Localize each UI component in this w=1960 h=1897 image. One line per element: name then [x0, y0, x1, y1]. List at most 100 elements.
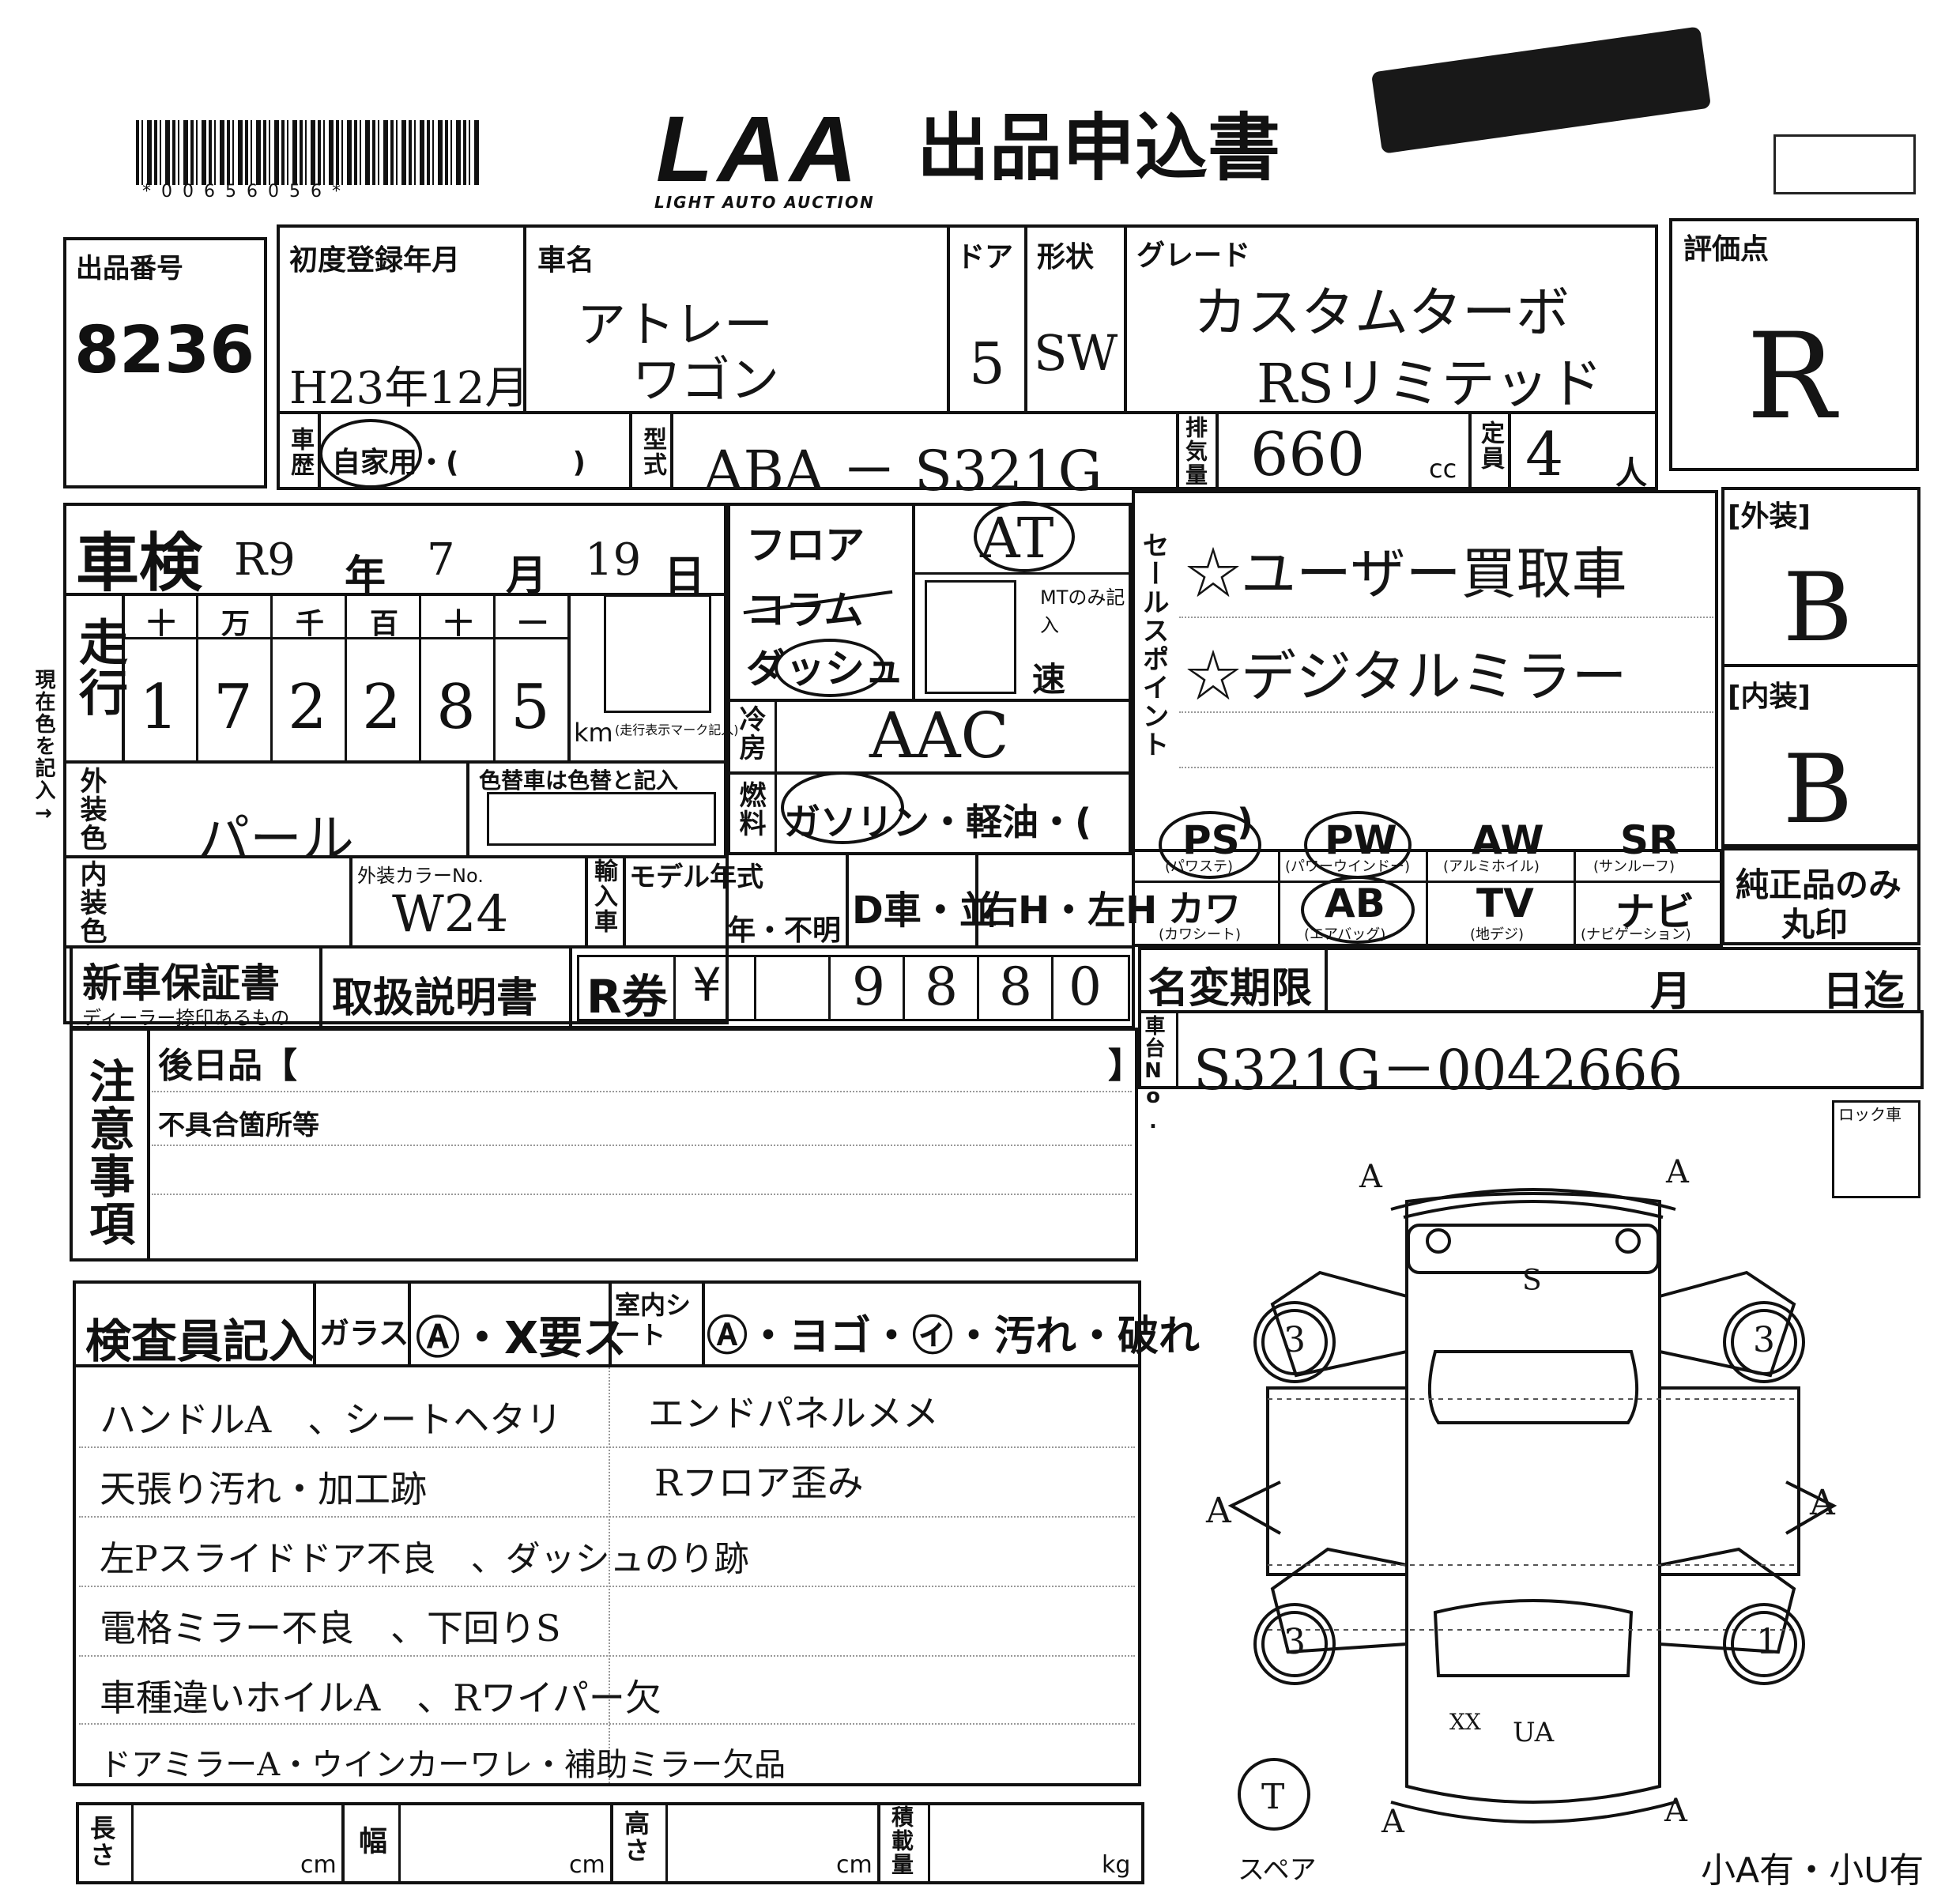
door-label: ドア — [956, 241, 1014, 273]
odo-header-4: 十 — [444, 608, 473, 640]
odo-digit-5: 5 — [511, 672, 550, 743]
chassis-value: S321G－0042666 — [1193, 1038, 1683, 1103]
diagram-mark-a-front-right: A — [1666, 1154, 1689, 1190]
import-label: 輸入車 — [590, 858, 617, 934]
odo-digit-3: 2 — [362, 672, 401, 743]
odo-header-5: 一 — [518, 608, 548, 640]
ps-circle — [1159, 811, 1261, 879]
sales-point-line2: ☆デジタルミラー — [1185, 644, 1627, 709]
diagram-mark-a-rear-left: A — [1381, 1804, 1404, 1840]
interior-grade-label: [内装] — [1728, 681, 1811, 713]
inspector-note-r1: エンドパネルメメ — [648, 1392, 939, 1435]
lot-number: 8236 — [74, 313, 255, 388]
color-number: W24 — [392, 885, 509, 944]
later-items-close: 】 — [1108, 1046, 1143, 1086]
equip-leather: カワ — [1168, 888, 1241, 930]
inspector-note-6: ドアミラーA・ウインカーワレ・補助ミラー欠品 — [100, 1747, 786, 1783]
model-label: 型式 — [639, 427, 666, 477]
fuel-circle — [781, 771, 904, 844]
sales-point-label: セールスポイント — [1137, 531, 1169, 759]
recycle-digit-3: 0 — [1069, 956, 1102, 1017]
shaken-year-label: 年 — [345, 553, 386, 600]
diagram-mark-a-left: A — [1206, 1491, 1231, 1531]
dim-height-label: 高さ — [620, 1810, 650, 1864]
recycle-label: R券 — [586, 970, 668, 1024]
shaken-day: 19 — [585, 534, 642, 586]
odo-digit-0: 1 — [139, 672, 179, 743]
repaint-box — [487, 792, 716, 846]
diagram-mark-ua: UA — [1513, 1717, 1555, 1748]
ac-label: 冷房 — [734, 705, 766, 762]
interior-color-label: 内装色 — [75, 860, 107, 945]
shaken-day-label: 日 — [664, 553, 706, 600]
lock-label: ロック車 — [1838, 1105, 1902, 1124]
inspector-note-5: 車種違いホイルA 、Rワイパー欠 — [100, 1676, 662, 1719]
diagram-mark-a-right: A — [1810, 1483, 1835, 1523]
seat-options: Ⓐ・ヨゴ・㋑・汚れ・破れ — [707, 1313, 1200, 1360]
grade-label: グレード — [1136, 239, 1251, 272]
repaint-note: 色替車は色替と記入 — [479, 767, 679, 794]
interior-grade-value: B — [1783, 735, 1853, 845]
genuine-box — [1721, 847, 1920, 945]
equip-navi: ナビ — [1615, 889, 1694, 935]
fuel-label: 燃料 — [734, 781, 766, 838]
score-box — [1669, 218, 1919, 471]
exterior-grade-label: [外装] — [1728, 500, 1811, 533]
inspector-note-2: 天張り汚れ・加工跡 — [100, 1468, 427, 1510]
car-name-line2: ワゴン — [632, 351, 780, 409]
name-change-label: 名変期限 — [1148, 965, 1313, 1013]
warranty-sub: ディーラー捺印あるもの — [82, 1007, 290, 1029]
grade-line2: RSリミテッド — [1257, 353, 1603, 416]
shaken-month: 7 — [427, 534, 455, 586]
barcode-number: *00656056* — [142, 182, 351, 202]
speed-label: 速 — [1032, 660, 1066, 699]
displacement-label: 排気量 — [1182, 416, 1208, 487]
year-unknown: 年・不明 — [727, 915, 842, 947]
vehicle-diagram — [1227, 1188, 1838, 1831]
odo-header-1: 万 — [221, 608, 251, 640]
equip-sr-sub: (サンルーフ) — [1593, 858, 1675, 875]
side-note: 現在色を記入→ — [32, 669, 55, 827]
spare-label: スペア — [1238, 1854, 1317, 1886]
recycle-box — [577, 955, 1130, 1021]
warranty-label: 新車保証書 — [82, 960, 280, 1006]
later-items-label: 後日品【 — [158, 1046, 297, 1086]
diagram-mark-a-rear-right: A — [1664, 1793, 1687, 1829]
floor-label: フロア — [746, 522, 865, 568]
odo-header-3: 百 — [370, 608, 399, 640]
inspector-note-3: 左Pスライドドア不良 、ダッシュのり跡 — [100, 1539, 749, 1579]
name-change-day: 日迄 — [1822, 968, 1905, 1016]
name-change-month: 月 — [1650, 968, 1692, 1016]
capacity-value: 4 — [1525, 419, 1564, 489]
dim-width-unit: cm — [569, 1851, 605, 1879]
capacity-unit: 人 — [1615, 455, 1647, 492]
chassis-label: 車台No. — [1141, 1015, 1165, 1135]
form-title: 出品申込書 — [917, 106, 1281, 190]
grade-line1: カスタムターボ — [1193, 282, 1570, 345]
recycle-digit-2: 8 — [999, 956, 1032, 1017]
diagram-footer: 小A有・小U有 — [1701, 1850, 1924, 1891]
score-label: 評価点 — [1683, 233, 1770, 266]
diagram-mark-s: S — [1522, 1265, 1542, 1297]
exterior-color-value: パール — [198, 809, 354, 869]
logo-subtitle: LIGHT AUTO AUCTION — [654, 193, 875, 212]
capacity-label: 定員 — [1476, 421, 1504, 471]
genuine-line2: 丸印 — [1781, 905, 1849, 944]
equip-aw-sub: (アルミホイル) — [1443, 858, 1540, 875]
recycle-digit-0: 9 — [852, 956, 885, 1017]
floor-box — [727, 503, 1132, 855]
seat-label: 室内シート — [615, 1290, 692, 1351]
dim-length-unit: cm — [300, 1851, 337, 1879]
lot-number-box — [63, 237, 267, 488]
at-circle — [974, 501, 1075, 572]
shaken-month-label: 月 — [506, 553, 548, 600]
genuine-line1: 純正品のみ — [1736, 866, 1902, 904]
diagram-mark-3-rear-left: 3 — [1283, 1622, 1306, 1662]
equip-tv-sub: (地デジ) — [1470, 926, 1525, 943]
score-value: R — [1747, 308, 1836, 446]
notes-box — [70, 1028, 1138, 1262]
dim-length-label: 長さ — [86, 1815, 116, 1869]
first-registration-label: 初度登録年月 — [289, 244, 461, 277]
odometer-unit: km — [574, 718, 613, 748]
dim-load-unit: kg — [1102, 1851, 1131, 1879]
